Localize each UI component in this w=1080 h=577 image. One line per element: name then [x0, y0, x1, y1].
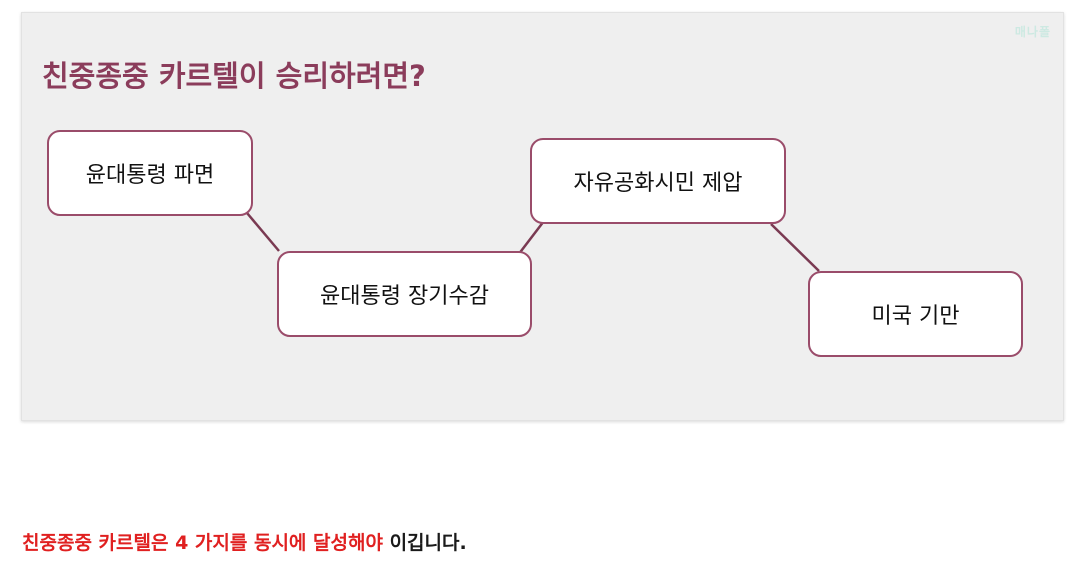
watermark-logo: 매나폴: [1014, 25, 1051, 39]
node-yoon-impeachment: 윤대통령 파면: [47, 130, 253, 216]
caption-highlight: 친중종중 카르텔은 4 가지를 동시에 달성해야: [22, 532, 383, 554]
connector-3-4: [770, 223, 820, 272]
node-suppress-free-republican-citizens: 자유공화시민 제압: [530, 138, 786, 224]
node-yoon-long-imprisonment: 윤대통령 장기수감: [277, 251, 532, 337]
caption: 친중종중 카르텔은 4 가지를 동시에 달성해야 이깁니다.: [22, 528, 467, 555]
slide-title: 친중종중 카르텔이 승리하려면?: [42, 59, 426, 93]
node-deceive-usa: 미국 기만: [808, 271, 1023, 357]
connector-1-2: [246, 212, 280, 252]
caption-rest: 이깁니다.: [389, 532, 467, 554]
slide-panel: 매나폴 친중종중 카르텔이 승리하려면? 윤대통령 파면 윤대통령 장기수감 자…: [21, 12, 1064, 421]
